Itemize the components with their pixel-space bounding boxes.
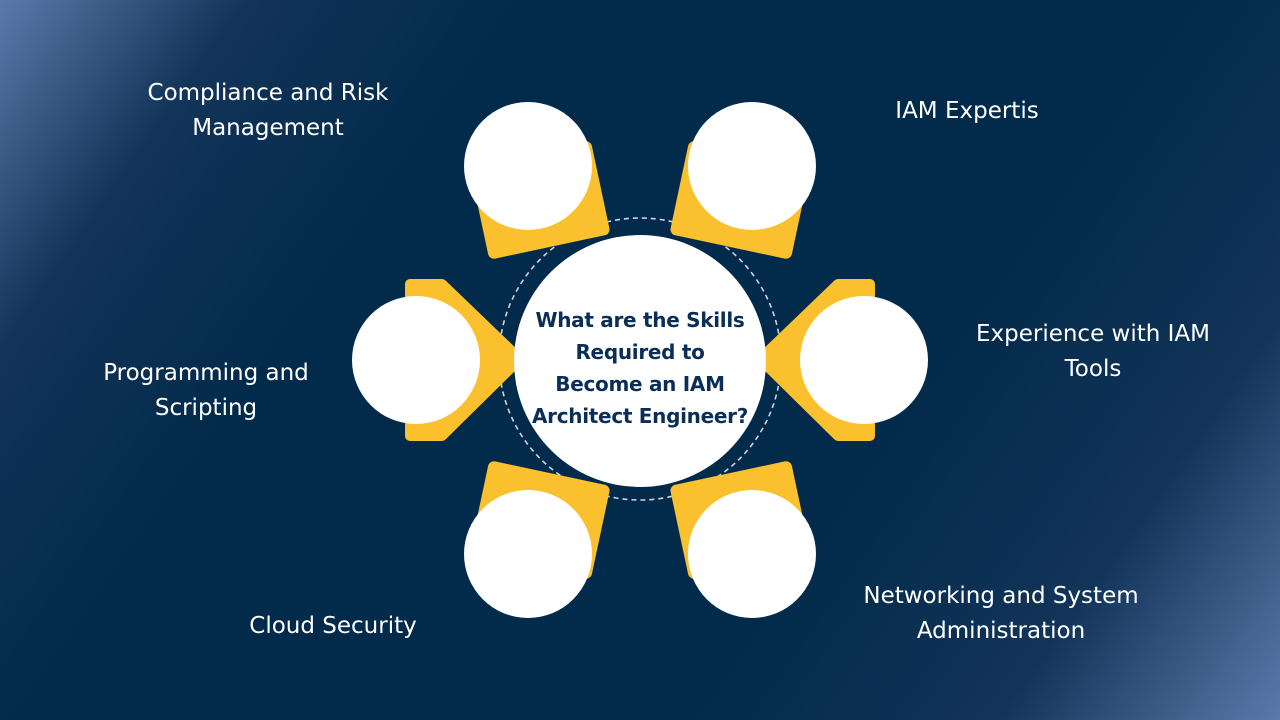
node-networking [688, 490, 816, 618]
skill-label-networking: Networking and System Administration [863, 583, 1139, 644]
center-node [514, 235, 766, 487]
center-title: What are the Skills Required to Become a… [532, 308, 748, 428]
skill-label-programming: Programming and Scripting [103, 360, 309, 421]
skill-label-compliance: Compliance and Risk Management [147, 80, 389, 141]
node-programming [352, 296, 480, 424]
node-cloud-security [464, 490, 592, 618]
skill-label-experience: Experience with IAM Tools [975, 321, 1211, 382]
skill-label-iam-expertis: IAM Expertis [895, 98, 1039, 124]
node-experience [800, 296, 928, 424]
node-compliance [464, 102, 592, 230]
node-iam-expertis [688, 102, 816, 230]
skill-label-cloud-security: Cloud Security [249, 613, 417, 639]
